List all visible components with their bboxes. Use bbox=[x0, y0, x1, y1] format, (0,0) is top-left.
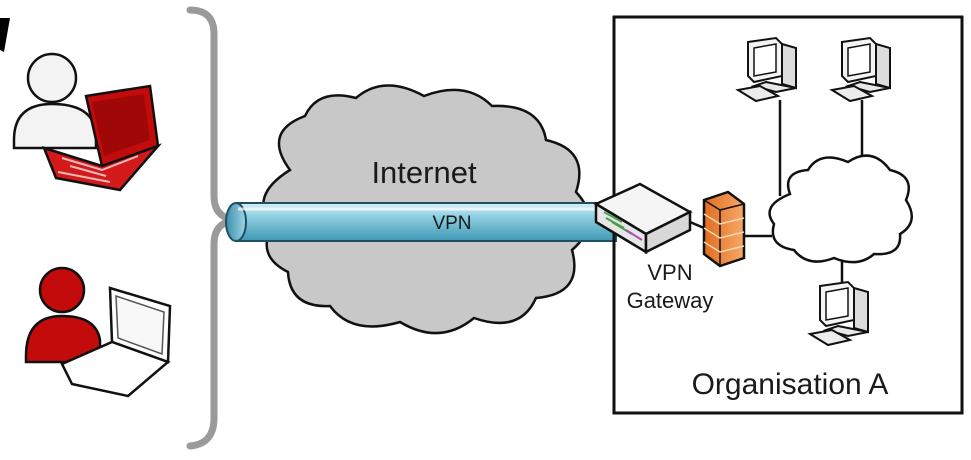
firewall-icon bbox=[702, 190, 746, 268]
desktop-computer-icon bbox=[737, 37, 797, 102]
vpn-gateway-device-icon bbox=[593, 182, 693, 255]
red-user-with-laptop-icon bbox=[24, 266, 172, 398]
vpn-tunnel bbox=[225, 202, 617, 242]
internet-label: Internet bbox=[371, 155, 477, 190]
gateway-label-line2: Gateway bbox=[627, 288, 714, 313]
organisation-label: Organisation A bbox=[692, 368, 889, 401]
user-with-red-laptop-icon bbox=[12, 52, 163, 192]
edge-fragment bbox=[0, 18, 10, 52]
desktop-computer-icon bbox=[809, 281, 869, 346]
gateway-label-line1: VPN bbox=[647, 260, 692, 285]
desktop-computer-icon bbox=[831, 37, 891, 102]
vpn-tunnel-label: VPN bbox=[432, 213, 471, 234]
organisation-network-cloud bbox=[768, 154, 913, 264]
